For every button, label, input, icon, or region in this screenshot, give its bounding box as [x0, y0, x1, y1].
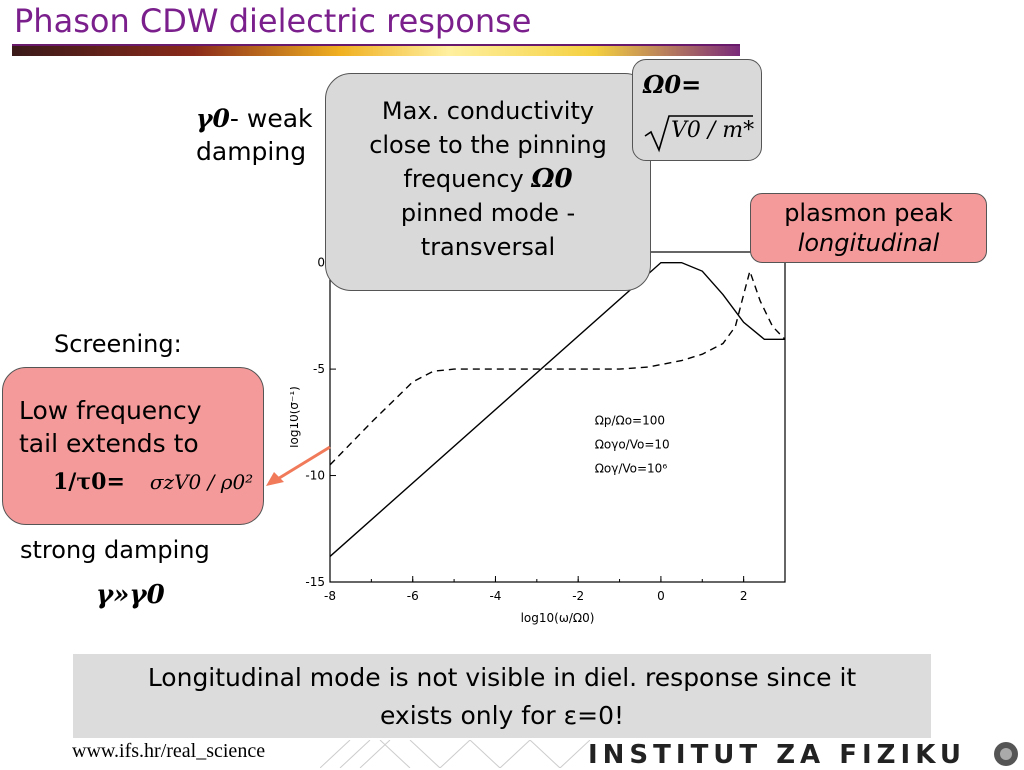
y-tick-label: -5 — [313, 362, 325, 376]
plot-annotation: Ωoγ/Vo=10⁶ — [595, 461, 668, 475]
max-line2: close to the pinning — [369, 131, 607, 159]
x-tick-label: 2 — [740, 589, 748, 603]
pointer-arrow — [266, 445, 331, 486]
solid-series-line — [329, 261, 785, 557]
x-tick-label: -2 — [572, 589, 584, 603]
low-frequency-formula: 1/τ0= σzV0 / ρ0² — [19, 466, 263, 499]
x-tick-label: 0 — [657, 589, 665, 603]
low-frequency-line1: Low frequency — [19, 396, 202, 425]
title-underline-stripe — [12, 44, 740, 56]
strong-damping-label: strong damping — [20, 536, 210, 564]
screening-label: Screening: — [54, 330, 182, 358]
gamma0-symbol: γ0 — [196, 104, 230, 133]
y-tick-label: -10 — [305, 469, 325, 483]
note-line2: exists only for ε=0! — [379, 701, 625, 730]
damping-text: damping — [196, 137, 307, 166]
sqrt-sign — [644, 115, 753, 153]
page-title: Phason CDW dielectric response — [14, 2, 532, 40]
x-tick-label: -4 — [489, 589, 501, 603]
omega0-symbol: Ω0 — [531, 164, 573, 194]
x-axis-label: log10(ω/Ω0) — [521, 611, 595, 625]
max-line5: transversal — [420, 233, 556, 261]
y-axis-label: log10(σ⁻¹) — [290, 386, 301, 448]
conductivity-plot: -8 -6 -4 -2 0 2 0 -5 -10 -15 log10(ω/Ω0) log10(σ⁻¹)… — [290, 251, 786, 625]
plasmon-line2: longitudinal — [797, 229, 940, 257]
low-frequency-box: Low frequency tail extends to 1/τ0= σzV0… — [2, 367, 264, 525]
y-tick-label: 0 — [317, 256, 325, 270]
omega-formula-lhs: Ω0= — [643, 70, 701, 99]
note-line1: Longitudinal mode is not visible in diel… — [147, 663, 857, 692]
max-line1: Max. conductivity — [381, 97, 595, 125]
footer-decoration — [320, 740, 590, 768]
max-conductivity-box: Max. conductivity close to the pinning f… — [325, 73, 651, 291]
institute-logo-text: INSTITUT ZA FIZIKU — [588, 740, 966, 770]
plot-annotation: Ωp/Ωo=100 — [595, 413, 665, 427]
omega-formula-rhs: V0 / m* — [671, 118, 755, 143]
max-line4: pinned mode - — [400, 199, 576, 227]
low-frequency-line2: tail extends to — [19, 429, 199, 458]
omega-lhs-text: Ω0= — [643, 70, 702, 99]
max-line3: frequency Ω0 — [326, 162, 650, 196]
gamma-relation: γ»γ0 — [96, 580, 165, 610]
x-tick-label: -6 — [407, 589, 419, 603]
x-tick-label: -8 — [324, 589, 336, 603]
plot-border — [329, 251, 786, 583]
y-tick-label: -15 — [305, 575, 325, 589]
plot-series — [329, 261, 786, 557]
weak-text: - weak — [229, 104, 313, 133]
formula-rhs: σzV0 / ρ0² — [149, 470, 254, 494]
plot-frame — [329, 251, 786, 583]
formula-lhs: 1/τ0= — [53, 469, 125, 495]
plot-annotation: Ωoγo/Vo=10 — [595, 437, 670, 451]
plasmon-peak-box: plasmon peak longitudinal — [750, 193, 987, 263]
longitudinal-mode-note: Longitudinal mode is not visible in diel… — [73, 654, 931, 738]
dashed-series-line — [329, 268, 786, 466]
footer-url: www.ifs.hr/real_science — [72, 740, 266, 762]
weak-damping-label: γ0- weak damping — [196, 102, 313, 168]
max-line3-text: frequency — [403, 165, 524, 193]
plasmon-line1: plasmon peak — [784, 199, 953, 227]
institute-logo-icon — [994, 742, 1018, 766]
pinning-frequency-formula-box: Ω0= V0 / m* — [632, 59, 762, 161]
plot-ticks: -8 -6 -4 -2 0 2 0 -5 -10 -15 log10(ω/Ω0) log10(σ⁻¹) — [290, 256, 786, 625]
